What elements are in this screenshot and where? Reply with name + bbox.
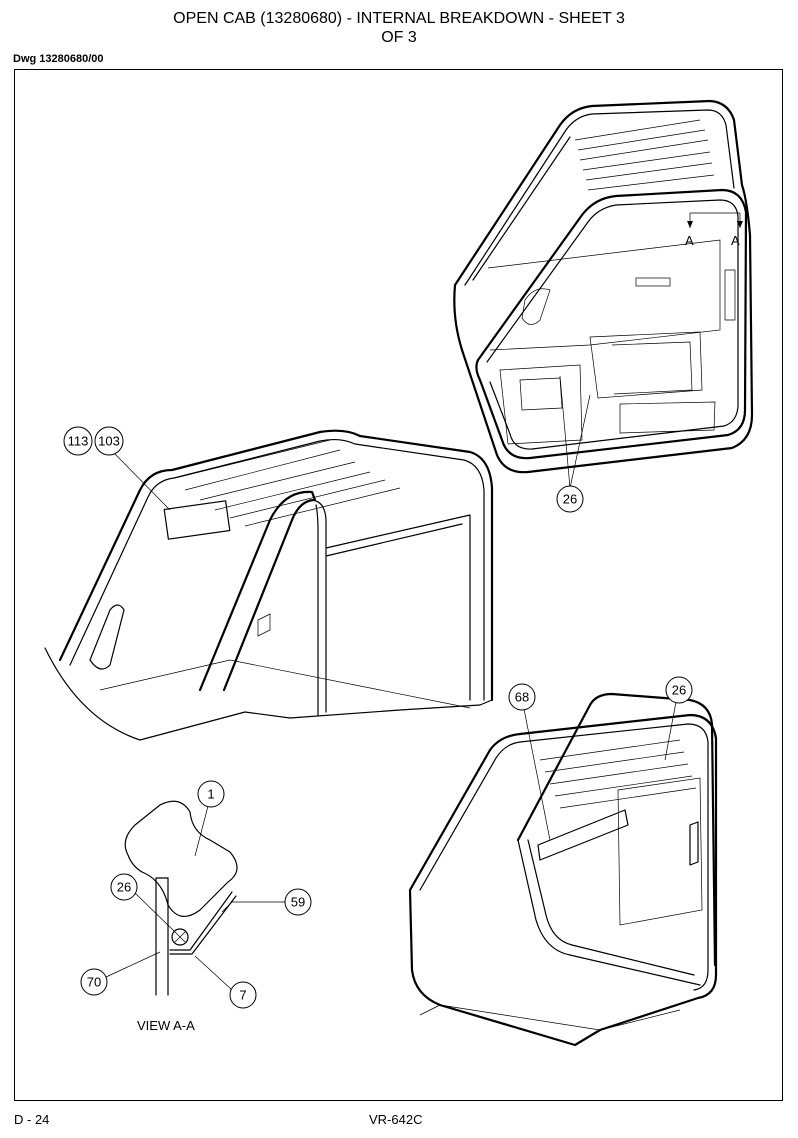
drawing-frame	[14, 69, 783, 1101]
svg-text:70: 70	[87, 975, 101, 990]
svg-text:59: 59	[291, 895, 305, 910]
page-title-line1: OPEN CAB (13280680) - INTERNAL BREAKDOWN…	[173, 10, 625, 27]
model-number: VR-642C	[369, 1112, 423, 1127]
view-label: VIEW A-A	[137, 1018, 195, 1033]
svg-text:1: 1	[207, 787, 214, 802]
svg-text:26: 26	[117, 880, 131, 895]
callout-70: 70	[80, 968, 108, 996]
section-mark-a-left: A	[685, 233, 694, 248]
callout-26-top: 26	[556, 485, 584, 513]
callout-7: 7	[229, 981, 257, 1009]
svg-text:68: 68	[515, 690, 529, 705]
cab-view-middle-left	[44, 429, 494, 741]
svg-text:113: 113	[68, 434, 89, 449]
callout-26-view: 26	[110, 873, 138, 901]
callout-103: 103	[94, 426, 124, 456]
callout-68: 68	[508, 683, 536, 711]
callout-59: 59	[284, 888, 312, 916]
callout-1: 1	[197, 780, 225, 808]
svg-text:26: 26	[672, 683, 686, 698]
cab-view-bottom-right	[408, 692, 718, 1047]
page-number: D - 24	[14, 1112, 50, 1127]
callout-113: 113	[63, 426, 93, 456]
callout-26-right: 26	[665, 676, 693, 704]
view-a-a-detail: VIEW A-A	[105, 800, 285, 1033]
svg-text:7: 7	[239, 988, 246, 1003]
cab-view-top-right: A A	[453, 99, 754, 489]
drawing-number: Dwg 13280680/00	[13, 53, 104, 65]
page-title: OPEN CAB (13280680) - INTERNAL BREAKDOWN…	[0, 9, 798, 47]
svg-text:103: 103	[98, 434, 120, 449]
svg-text:26: 26	[563, 492, 577, 507]
page-title-line2: OF 3	[381, 29, 417, 46]
section-mark-a-right: A	[731, 233, 740, 248]
